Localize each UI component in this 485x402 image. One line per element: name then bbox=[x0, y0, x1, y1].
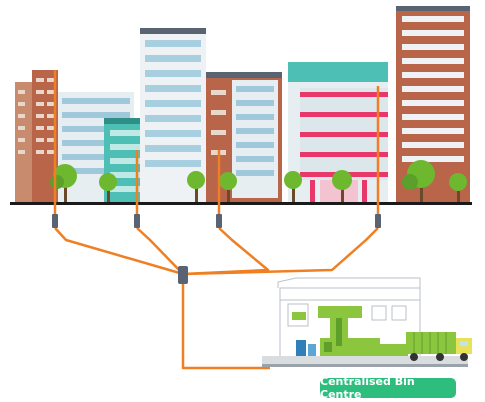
tree-icon bbox=[187, 171, 205, 202]
ground-line bbox=[10, 202, 472, 205]
tree-icon bbox=[449, 173, 467, 202]
tree-icon bbox=[284, 171, 302, 202]
refuse-chutes bbox=[53, 70, 380, 218]
building-row bbox=[15, 6, 470, 202]
truck-icon bbox=[406, 332, 472, 361]
tree-icon bbox=[50, 164, 77, 202]
pipe-joints bbox=[52, 214, 381, 284]
building-pink bbox=[288, 62, 388, 202]
pipe-network bbox=[54, 227, 379, 370]
building-brick-left bbox=[15, 70, 58, 202]
bin-centre-label: Centralised Bin Centre bbox=[320, 375, 456, 401]
tree-icon bbox=[332, 170, 352, 202]
tree-icon bbox=[219, 172, 237, 202]
building-brown bbox=[206, 72, 282, 202]
trees bbox=[50, 160, 467, 202]
building-tall-white bbox=[140, 28, 206, 202]
bin-centre-facility bbox=[262, 277, 472, 367]
tree-icon bbox=[402, 160, 435, 202]
tree-icon bbox=[99, 173, 117, 202]
